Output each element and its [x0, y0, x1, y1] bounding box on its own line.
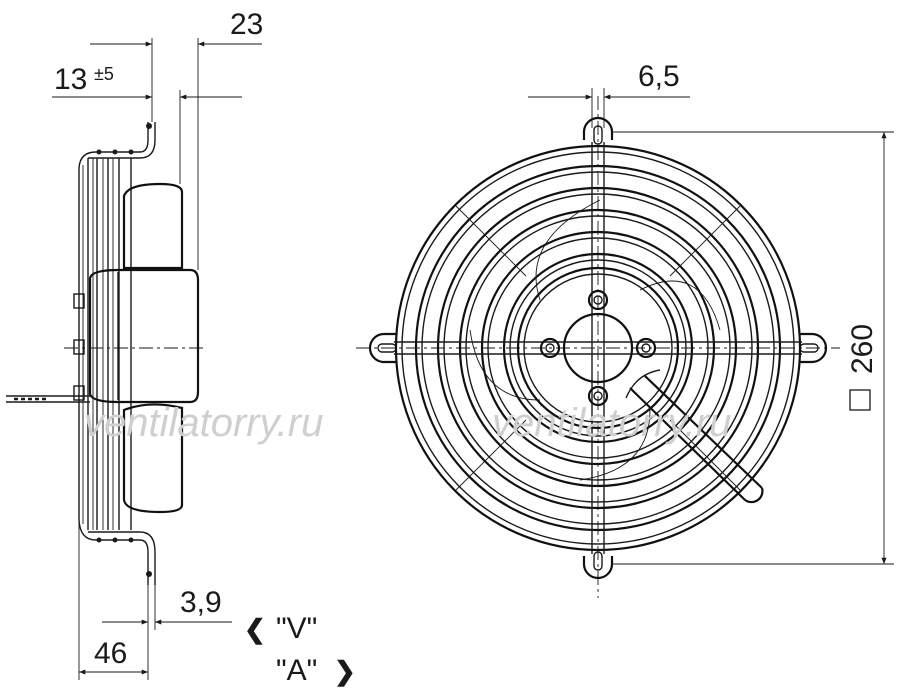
- front-view: [356, 96, 840, 598]
- mount-ear-right: [800, 332, 828, 364]
- mount-ear-top: [582, 116, 614, 140]
- front-cable: [625, 369, 764, 504]
- square-symbol: [849, 389, 871, 411]
- dimension-46: 46: [79, 637, 149, 675]
- side-lower-blade: [122, 403, 184, 514]
- view-v-arrow: ❮: [244, 614, 266, 645]
- watermark-left: ventilatorry.ru: [84, 401, 323, 445]
- motor-hub-inner: [562, 312, 634, 384]
- side-view: [6, 38, 206, 680]
- dim-13-tolerance: ±5: [94, 64, 114, 84]
- guard-spokes: [394, 142, 802, 554]
- side-motor-hub: [88, 268, 200, 404]
- view-v-label: "V": [276, 612, 317, 645]
- mount-ear-left: [368, 332, 396, 364]
- dim-3-9-label: 3,9: [180, 586, 222, 619]
- motor-hub-outer: [516, 266, 680, 430]
- watermark: ventilatorry.ru ventilatorry.ru: [84, 401, 731, 445]
- dimension-23: 23: [90, 8, 263, 47]
- dim-260-label: 260: [846, 324, 879, 374]
- dimension-3-9: 3,9: [102, 585, 232, 630]
- view-a-arrow: ❯: [334, 656, 356, 687]
- side-upper-blade: [122, 182, 184, 270]
- dim-13-label: 13: [54, 63, 87, 96]
- impeller-blades: [469, 199, 721, 481]
- dim-6-5-label: 6,5: [638, 60, 680, 93]
- side-guard-wires: [78, 122, 156, 585]
- bolt-holes: [539, 289, 657, 407]
- dimension-260: 260: [612, 131, 894, 565]
- side-cable: [6, 395, 90, 403]
- view-a-label: "A": [276, 654, 317, 687]
- guard-rings: [394, 144, 802, 552]
- dim-23-label: 23: [230, 8, 263, 41]
- dim-46-label: 46: [94, 637, 127, 670]
- dimension-6-5: 6,5: [528, 60, 690, 128]
- view-labels: ❮ "V" "A" ❯: [244, 612, 356, 687]
- mount-ear-bottom: [582, 556, 614, 580]
- dimension-13: 13 ±5: [52, 63, 242, 100]
- watermark-right: ventilatorry.ru: [492, 401, 731, 445]
